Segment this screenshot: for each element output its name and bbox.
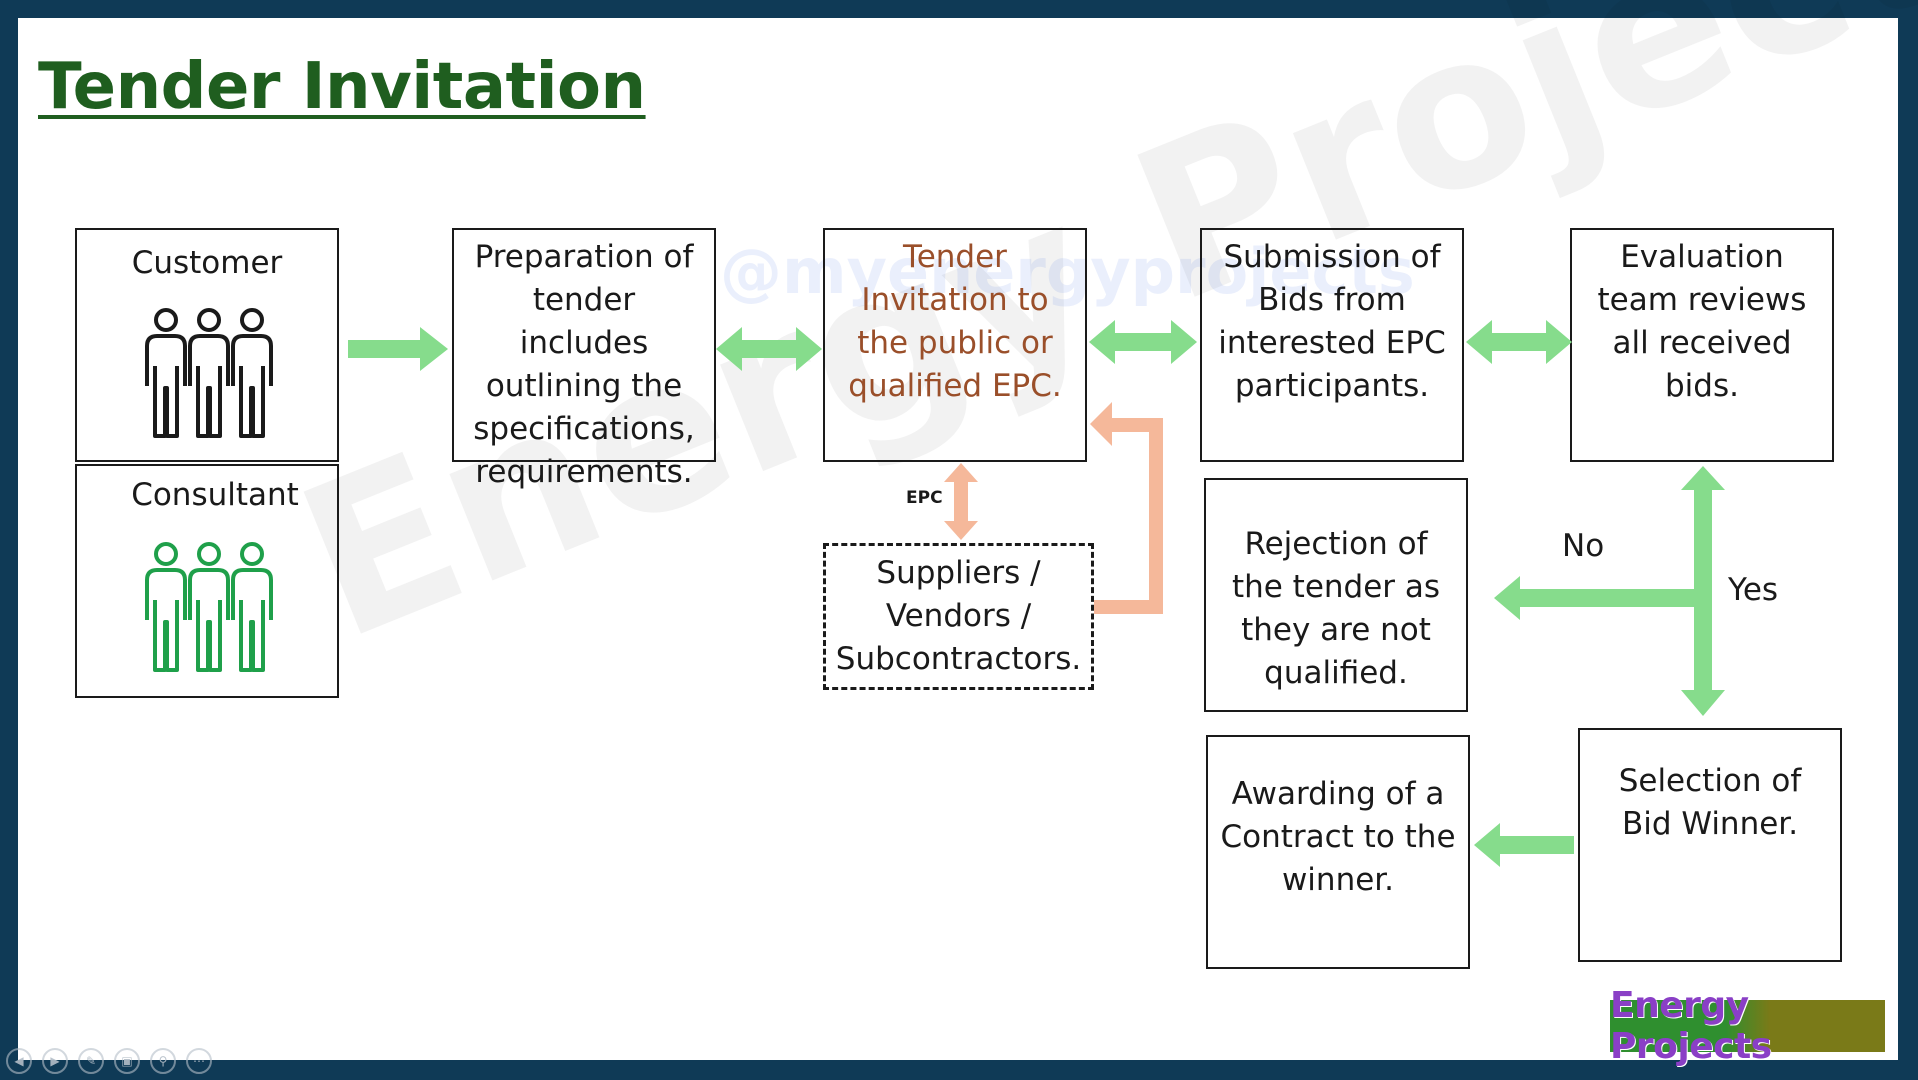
preparation-box: Preparation of tender includes outlining… [452, 228, 716, 490]
arrow-evaluation-decision [1681, 466, 1725, 716]
customer-label: Customer [131, 245, 283, 281]
epc-label: EPC [906, 488, 943, 508]
pen-icon[interactable]: ✎ [78, 1048, 104, 1074]
selection-box: Selection of Bid Winner. [1578, 728, 1842, 962]
back-icon[interactable]: ◀ [6, 1048, 32, 1074]
page-title: Tender Invitation [38, 50, 646, 124]
arrow-invitation-submission [1089, 320, 1197, 364]
slides-icon[interactable]: ▣ [114, 1048, 140, 1074]
customer-box: Customer [75, 228, 339, 462]
consultant-box: Consultant [75, 464, 339, 698]
arrow-invitation-suppliers [944, 463, 978, 540]
arrow-submission-evaluation [1466, 320, 1572, 364]
arrow-preparation-invitation [716, 327, 822, 371]
brand-logo: Energy Projects [1610, 985, 1885, 1067]
decision-no-label: No [1562, 528, 1605, 564]
people-group-icon [145, 542, 273, 672]
arrow-customer-to-preparation [348, 327, 448, 371]
arrow-selection-to-awarding [1474, 823, 1574, 867]
arrow-suppliers-feedback [1090, 402, 1163, 614]
submission-box: Submission of Bids from interested EPC p… [1200, 228, 1464, 462]
arrow-no-to-rejection [1494, 576, 1700, 620]
more-icon[interactable]: ⋯ [186, 1048, 212, 1074]
rejection-box: Rejection of the tender as they are not … [1204, 478, 1468, 712]
awarding-box: Awarding of a Contract to the winner. [1206, 735, 1470, 969]
slide-canvas [18, 18, 1898, 1060]
play-icon[interactable]: ▶ [42, 1048, 68, 1074]
evaluation-box: Evaluation team reviews all received bid… [1570, 228, 1834, 462]
suppliers-box: Suppliers / Vendors / Subcontractors. [823, 543, 1094, 690]
zoom-icon[interactable]: ⚲ [150, 1048, 176, 1074]
invitation-box: Tender Invitation to the public or quali… [823, 228, 1087, 462]
consultant-label: Consultant [131, 477, 299, 513]
presentation-controls: ◀ ▶ ✎ ▣ ⚲ ⋯ [6, 1048, 212, 1074]
people-group-icon [145, 308, 273, 438]
decision-yes-label: Yes [1728, 572, 1779, 608]
